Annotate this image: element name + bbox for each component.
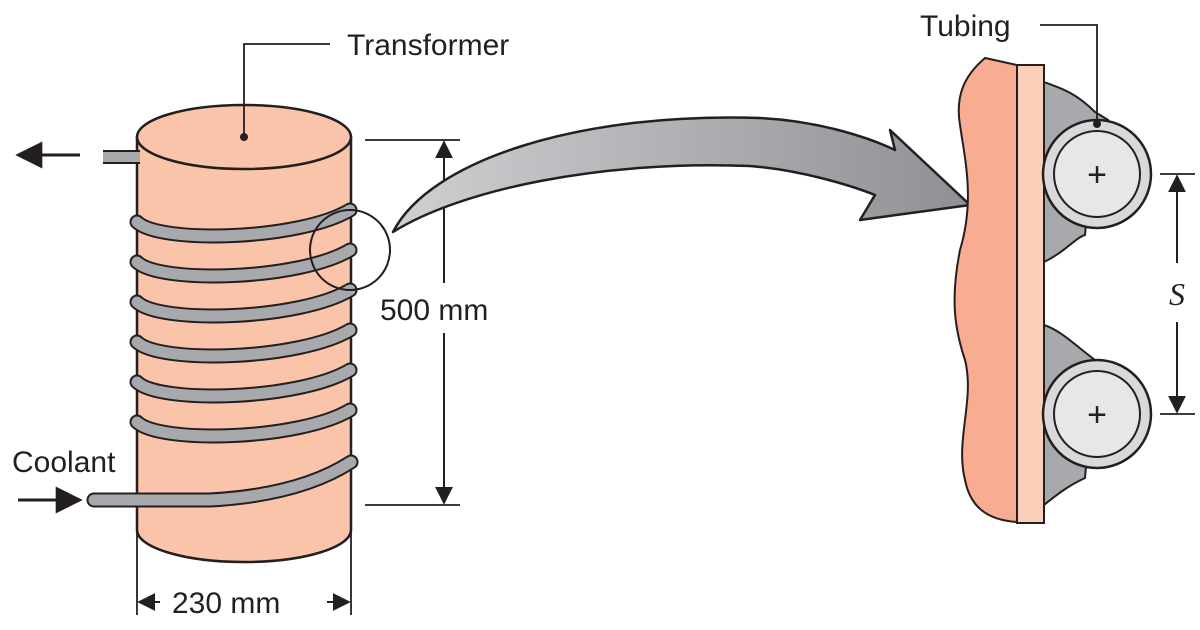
tubing-label: Tubing (920, 10, 1011, 43)
coil-turn-fill (131, 244, 356, 282)
coil-turn-fill (131, 404, 356, 442)
transformer-wall-section (953, 56, 1018, 524)
tubing-leader (1040, 24, 1098, 124)
tube-lower (1041, 358, 1153, 470)
height-label: 500 mm (380, 294, 488, 327)
tube-upper-plus: + (1087, 156, 1107, 194)
detail-view: + + (953, 56, 1153, 524)
coil-turn-fill (131, 284, 356, 322)
diameter-label: 230 mm (172, 587, 280, 620)
detail-circle (309, 209, 391, 291)
coolant-inlet-tube (86, 454, 359, 508)
coil-turn-fill (131, 364, 356, 402)
tube-upper (1041, 118, 1153, 230)
coil-turn-fill (131, 324, 356, 362)
transformer-leader (243, 43, 330, 137)
transformer-label: Transformer (347, 29, 509, 62)
tube-lower-plus: + (1087, 396, 1107, 434)
diameter-dimension (136, 527, 352, 615)
curved-arrow-icon (391, 116, 972, 234)
coolant-label: Coolant (12, 446, 116, 479)
tube-wall-strip (1016, 64, 1045, 524)
spacing-label: S (1169, 276, 1185, 312)
coil-turn-fill (131, 204, 356, 242)
tubing-coils (129, 202, 358, 444)
spacing-dimension (1160, 173, 1195, 415)
height-dimension (365, 139, 460, 506)
